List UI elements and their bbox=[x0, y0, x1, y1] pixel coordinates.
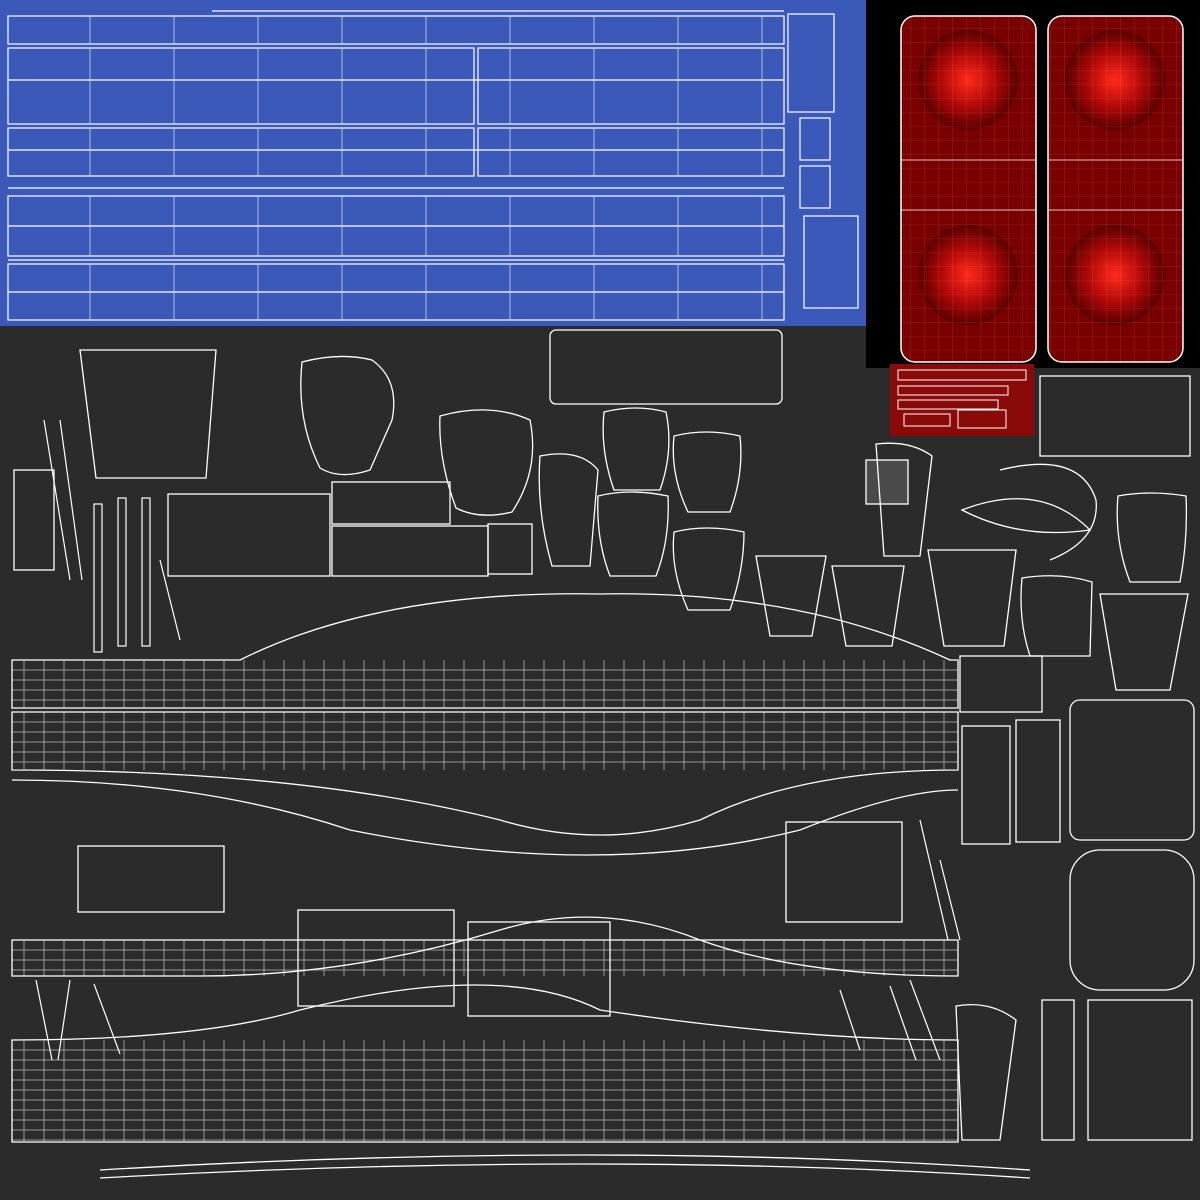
uv-island-icon bbox=[1116, 492, 1188, 583]
uv-island-icon bbox=[1069, 699, 1195, 841]
tail-light-right bbox=[1047, 15, 1184, 363]
uv-island-icon bbox=[672, 527, 745, 611]
uv-island-icon bbox=[487, 523, 533, 575]
uv-island-icon bbox=[955, 1003, 1017, 1141]
uv-island-icon bbox=[77, 845, 225, 913]
body-strip-gridlines bbox=[12, 660, 958, 1142]
uv-island-icon bbox=[961, 725, 1011, 845]
uv-island-icon bbox=[11, 779, 959, 856]
uv-island-icon bbox=[1015, 719, 1061, 843]
uv-island-icon bbox=[300, 355, 395, 476]
red-strip-block bbox=[890, 364, 1034, 436]
uv-island-icon bbox=[99, 1154, 1031, 1171]
uv-island-icon bbox=[999, 463, 1097, 561]
uv-island-icon bbox=[1020, 575, 1093, 657]
uv-island-icon bbox=[1069, 849, 1195, 991]
tail-light-textures bbox=[890, 15, 1184, 436]
uv-island-icon bbox=[1039, 375, 1191, 457]
uv-island-icon bbox=[13, 469, 55, 571]
uv-island-icon bbox=[297, 909, 455, 1007]
uv-island-icon bbox=[99, 1163, 1031, 1179]
uv-island-icon bbox=[117, 497, 127, 647]
blue-panel-group bbox=[0, 0, 866, 326]
uv-island-icon bbox=[959, 655, 1043, 713]
uv-island-icon bbox=[93, 503, 103, 653]
uv-island-icon bbox=[865, 459, 909, 505]
body-strip-islands bbox=[11, 593, 1031, 1179]
uv-island-icon bbox=[331, 481, 451, 525]
misc-islands bbox=[13, 329, 1195, 1141]
uv-island-icon bbox=[755, 555, 827, 637]
uv-island-icon bbox=[167, 493, 331, 577]
tail-light-left bbox=[900, 15, 1037, 363]
uv-island-icon bbox=[927, 549, 1017, 647]
uv-island-icon bbox=[11, 984, 959, 1143]
uv-island-icon bbox=[1099, 593, 1189, 691]
blue-panel-gridlines bbox=[89, 16, 763, 320]
uv-island-icon bbox=[467, 921, 611, 1017]
uv-island-icon bbox=[549, 329, 783, 405]
uv-island-icon bbox=[597, 491, 669, 577]
uv-island-icon bbox=[831, 565, 905, 647]
uv-island-icon bbox=[11, 711, 959, 836]
uv-island-icon bbox=[1087, 999, 1193, 1141]
blue-panel-wireframe bbox=[7, 10, 859, 321]
thin-strip-islands bbox=[35, 419, 961, 1061]
uv-island-icon bbox=[141, 497, 151, 647]
uv-island-icon bbox=[785, 821, 903, 923]
uv-island-icon bbox=[439, 409, 534, 516]
uv-island-icon bbox=[875, 442, 933, 557]
uv-island-icon bbox=[602, 407, 670, 491]
uv-island-icon bbox=[538, 453, 599, 567]
uv-island-icon bbox=[672, 431, 742, 513]
uv-island-icon bbox=[11, 593, 959, 709]
blue-panel-icon bbox=[0, 0, 866, 326]
uv-island-icon bbox=[1041, 999, 1075, 1141]
uv-island-icon bbox=[79, 349, 217, 479]
